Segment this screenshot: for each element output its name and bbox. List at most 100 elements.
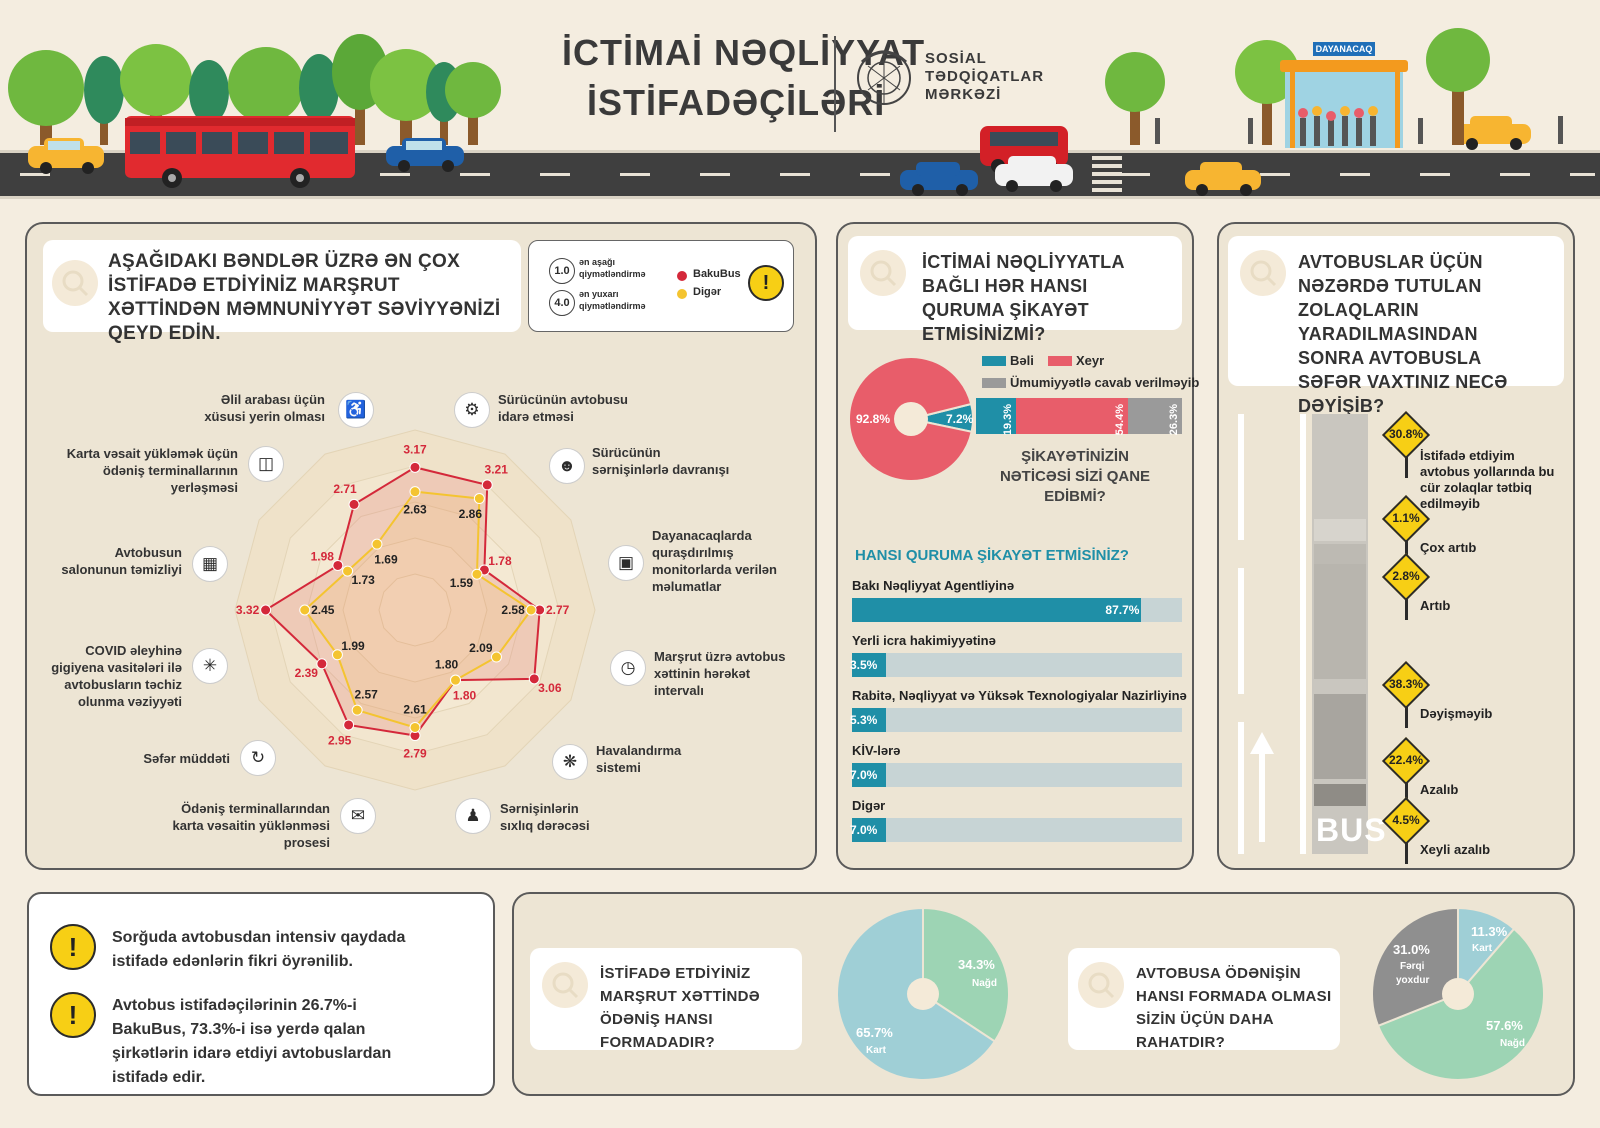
radar-data-label: 3.17 [403, 442, 427, 456]
road-sign-pole [1405, 598, 1408, 620]
radar-point [351, 704, 363, 716]
bus-clock-icon: ◷ [610, 650, 646, 686]
radar-label-monitors: Dayanacaqlarda quraşdırılmış monitorlard… [652, 528, 777, 594]
bus-lane-illustration [1238, 414, 1368, 854]
radar-point [332, 559, 344, 571]
buslane-label: Artıb [1420, 598, 1451, 613]
legend-high-badge: 4.0 [549, 290, 575, 316]
complaint-pie-big-label: 92.8% [856, 412, 891, 426]
institution-bar [852, 763, 886, 787]
buslane-question: AVTOBUSLAR ÜÇÜN NƏZƏRDƏ TUTULAN ZOLAQLAR… [1298, 252, 1508, 416]
legend-warning-icon: ! [748, 265, 784, 301]
radar-point [316, 658, 328, 670]
timer-icon: ↻ [240, 740, 276, 776]
legend-low-badge: 1.0 [549, 258, 575, 284]
buslane-value: 2.8% [1392, 569, 1420, 583]
legend-beli-label: Bəli [1010, 353, 1034, 368]
pie2-kart-value: 11.3% [1471, 924, 1508, 939]
radar-data-label: 1.73 [351, 573, 375, 587]
logo-text-2: TƏDQİQATLAR [925, 68, 1045, 85]
legend-diger-dot [677, 289, 687, 299]
bus-stop-sign: DAYANACAQ [1315, 44, 1373, 54]
institution-label: Digər [852, 798, 886, 813]
buslane-value: 4.5% [1392, 813, 1420, 827]
institution-bar-value: 5.3% [850, 713, 878, 727]
radar-data-label: 2.79 [403, 747, 427, 761]
logo-text-1: SOSİAL [925, 50, 987, 67]
buslane-label: Çox artıb [1420, 540, 1477, 555]
radar-data-label: 2.86 [459, 507, 483, 521]
pie1-nagd-label: Nağd [972, 978, 997, 989]
note2-text: Avtobus istifadəçilərinin 26.7%-i BakuBu… [112, 997, 392, 1086]
radar-point [343, 719, 355, 731]
radar-point [409, 486, 421, 498]
pie1-kart-label: Kart [866, 1045, 887, 1056]
institution-label: Bakı Nəqliyyat Agentliyinə [852, 578, 1015, 593]
institution-bar [852, 598, 1142, 622]
buslane-value: 1.1% [1392, 511, 1420, 525]
virus-icon: ✳ [192, 648, 228, 684]
radar-data-label: 1.99 [341, 639, 365, 653]
legend-xeyr-label: Xeyr [1076, 353, 1105, 368]
header-divider [834, 36, 836, 132]
passengers-icon: ☻ [549, 448, 585, 484]
header-illustration [0, 28, 1600, 199]
payment-q1: İSTİFADƏ ETDİYİNİZ MARŞRUT XƏTTİNDƏ ÖDƏN… [600, 965, 760, 1051]
page-title-line1: İCTİMAİ NƏQLİYYAT [562, 32, 926, 73]
radar-data-label: 1.80 [453, 689, 477, 703]
road-sign-pole [1405, 782, 1408, 804]
pie1-kart-value: 65.7% [856, 1025, 893, 1040]
radar-point [473, 493, 485, 505]
institution-bar-track [852, 708, 1182, 732]
monitor-icon: ▣ [608, 545, 644, 581]
radar-point [481, 479, 493, 491]
legend-low-text: ən aşağı qiymətləndirmə [579, 257, 646, 279]
logo-text-3: MƏRKƏZİ [925, 86, 1002, 103]
radar-data-label: 2.58 [501, 603, 525, 617]
crowd-icon: ♟ [455, 798, 491, 834]
stack-segment-none: 26.3% [1127, 398, 1182, 436]
radar-point [299, 604, 311, 616]
pie2-ferq-label1: Fərqi [1400, 961, 1425, 972]
radar-data-label: 2.45 [311, 603, 335, 617]
radar-data-label: 1.78 [488, 554, 512, 568]
search-icon [860, 250, 906, 296]
radar-label-cleanliness: Avtobusun salonunun təmizliyi [61, 545, 182, 577]
radar-data-label: 1.80 [435, 658, 459, 672]
radar-label-ventilation: Havalandırma sistemi [596, 743, 682, 775]
payment-pie1-chart [836, 906, 1010, 1081]
legend-diger-label: Digər [693, 286, 722, 298]
radar-point [471, 568, 483, 580]
radar-point [409, 461, 421, 473]
radar-data-label: 2.61 [403, 702, 427, 716]
road-sign-pole [1405, 706, 1408, 728]
institution-bar [852, 818, 886, 842]
complaint-question: İCTİMAİ NƏQLİYYATLA BAĞLI HƏR HANSI QURU… [922, 252, 1125, 344]
search-icon [542, 962, 588, 1008]
radar-data-label: 1.59 [450, 576, 474, 590]
pie2-ferq-label2: yoxdur [1396, 975, 1430, 986]
note1-warning-icon: ! [50, 924, 96, 970]
legend-none-swatch [982, 378, 1006, 388]
buslane-value: 38.3% [1388, 677, 1424, 691]
radar-label-interval: Marşrut üzrə avtobus xəttinin hərəkət in… [654, 649, 786, 698]
road-sign-pole [1405, 540, 1408, 562]
radar-point [348, 498, 360, 510]
stack-segment-label: 54.4% [1113, 404, 1126, 436]
stack-segment-label: 26.3% [1167, 404, 1180, 436]
buslane-label: Azalıb [1420, 782, 1459, 797]
radar-point [260, 604, 272, 616]
card-terminal-icon: ✉ [340, 798, 376, 834]
note1-text: Sorğuda avtobusdan intensiv qaydada isti… [112, 929, 406, 970]
pie2-ferq-value: 31.0% [1393, 942, 1430, 957]
notes-card [27, 892, 495, 1096]
radar-data-label: 2.95 [328, 734, 352, 748]
radar-point [342, 565, 354, 577]
complaint-panel [836, 222, 1194, 870]
institution-label: KİV-lərə [852, 743, 901, 758]
radar-data-label: 2.63 [403, 503, 427, 517]
radar-label-driving: Sürücünün avtobusu idarə etməsi [498, 392, 628, 424]
institution-bar-track [852, 818, 1182, 842]
fan-icon: ❋ [552, 744, 588, 780]
institution-bar-value: 7.0% [850, 768, 878, 782]
